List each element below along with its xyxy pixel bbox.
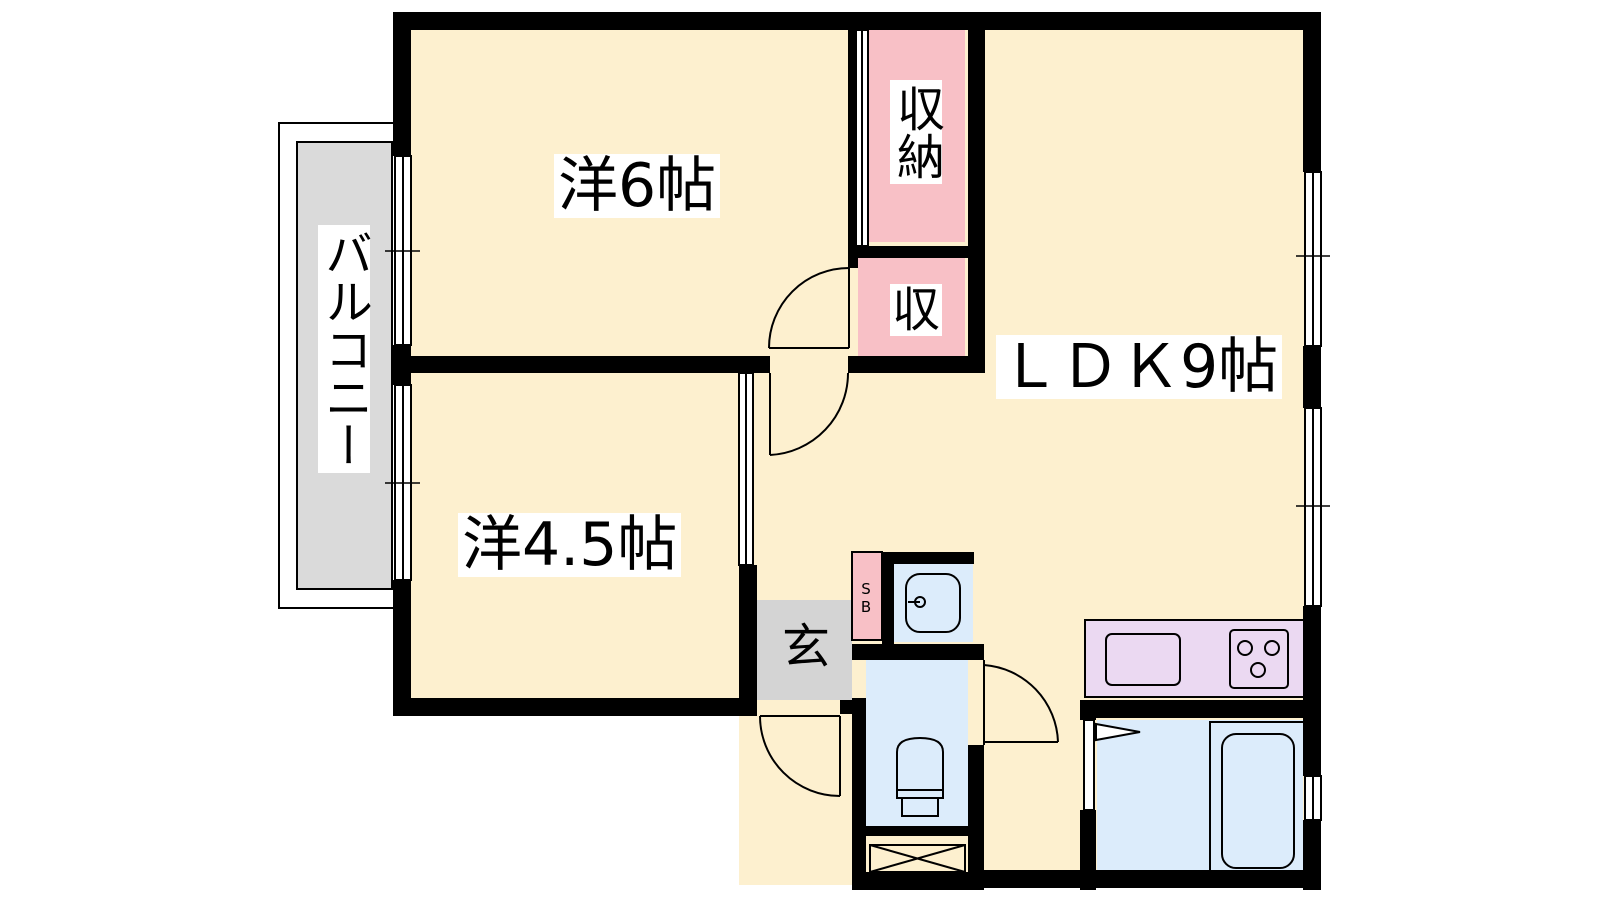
bathroom-area <box>1097 720 1303 886</box>
sliding-door <box>738 29 869 566</box>
toilet-icon <box>896 736 944 817</box>
door-swing-icon <box>759 267 1141 811</box>
washbasin-icon <box>905 573 961 633</box>
room-label-western-45: 洋4.5帖 <box>458 513 682 577</box>
room-label-storage: 収 <box>890 282 943 338</box>
sink-icon <box>1105 633 1181 686</box>
room-label-balcony: バルコニー <box>316 225 372 473</box>
room-label-entrance: 玄 <box>782 619 831 675</box>
kitchen-counter <box>1084 619 1310 698</box>
stove-icon <box>1229 629 1289 689</box>
walls <box>393 12 1321 890</box>
entrance-area <box>749 600 852 700</box>
room-label-western-6: 洋6帖 <box>554 154 721 218</box>
room-label-closet: 収納 <box>888 80 944 184</box>
window-marks <box>385 250 1330 507</box>
toilet-room <box>866 660 968 830</box>
room-label-shoebox: SB <box>857 580 875 616</box>
room-label-ldk: ＬＤＫ9帖 <box>996 335 1283 399</box>
